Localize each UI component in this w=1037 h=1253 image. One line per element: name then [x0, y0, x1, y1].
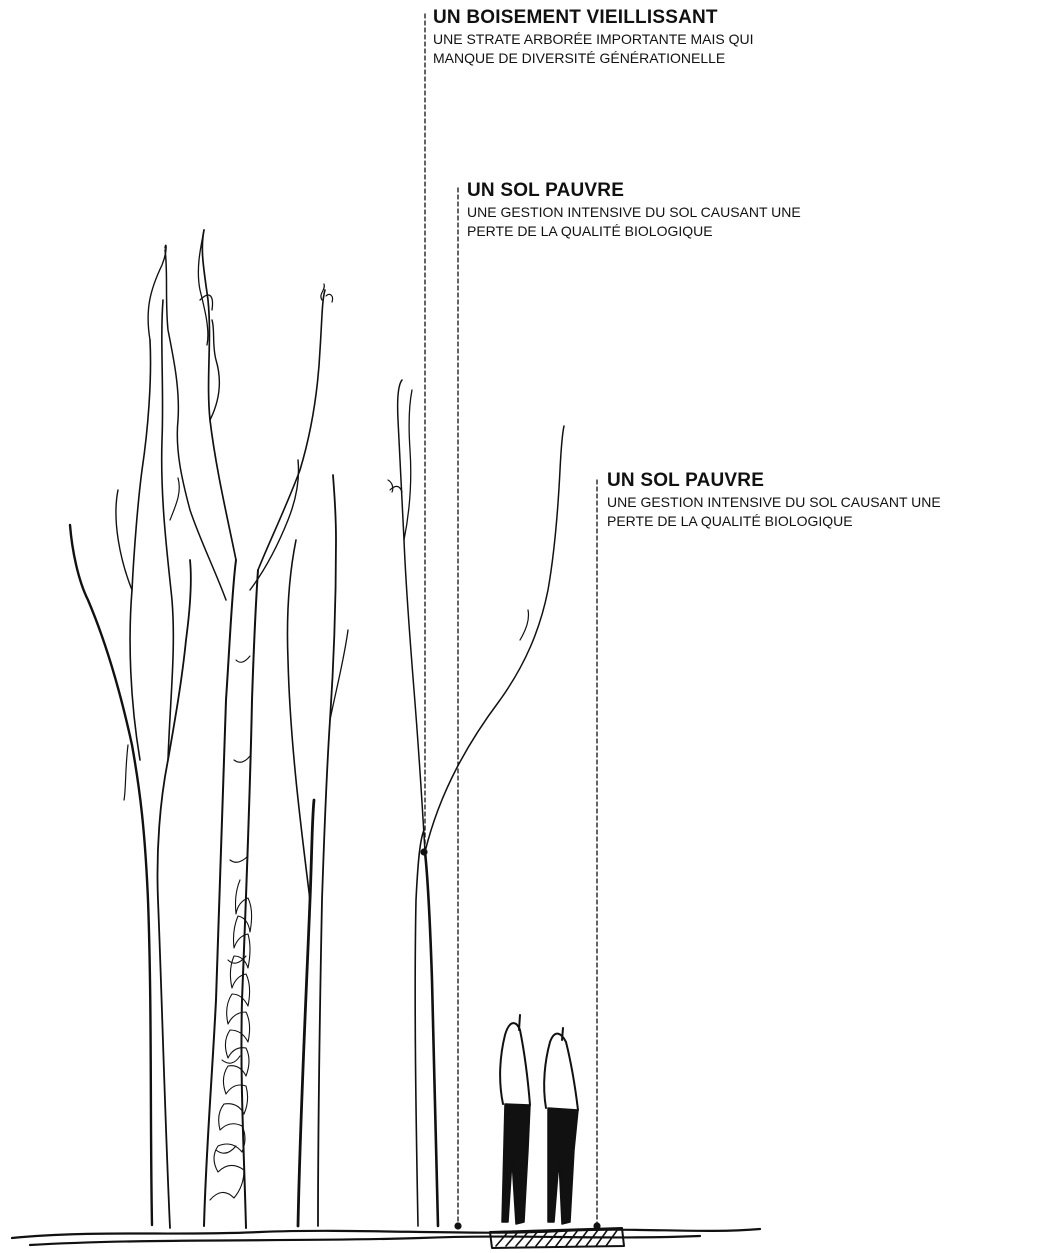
- leader-dot-1: [420, 848, 427, 855]
- person-2: [544, 1028, 578, 1224]
- leader-dot-3: [593, 1222, 600, 1229]
- annotation-description: UNE GESTION INTENSIVE DU SOL CAUSANT UNE…: [607, 493, 1032, 531]
- ground-line: [12, 1229, 760, 1245]
- annotation-aging-woodland: UN BOISEMENT VIEILLISSANT UNE STRATE ARB…: [433, 7, 863, 68]
- annotation-title: UN SOL PAUVRE: [467, 180, 897, 202]
- tree-4: [388, 380, 564, 1226]
- person-1: [500, 1015, 530, 1224]
- annotation-poor-soil-1: UN SOL PAUVRE UNE GESTION INTENSIVE DU S…: [467, 180, 897, 241]
- annotation-poor-soil-2: UN SOL PAUVRE UNE GESTION INTENSIVE DU S…: [607, 470, 1032, 531]
- annotation-title: UN BOISEMENT VIEILLISSANT: [433, 7, 863, 29]
- tree-2: [165, 230, 333, 1228]
- annotation-title: UN SOL PAUVRE: [607, 470, 1032, 492]
- tree-1: [70, 245, 191, 1228]
- tree-3: [287, 475, 348, 1226]
- leader-dot-2: [454, 1222, 461, 1229]
- annotation-description: UNE STRATE ARBORÉE IMPORTANTE MAIS QUI M…: [433, 30, 863, 68]
- annotation-description: UNE GESTION INTENSIVE DU SOL CAUSANT UNE…: [467, 203, 897, 241]
